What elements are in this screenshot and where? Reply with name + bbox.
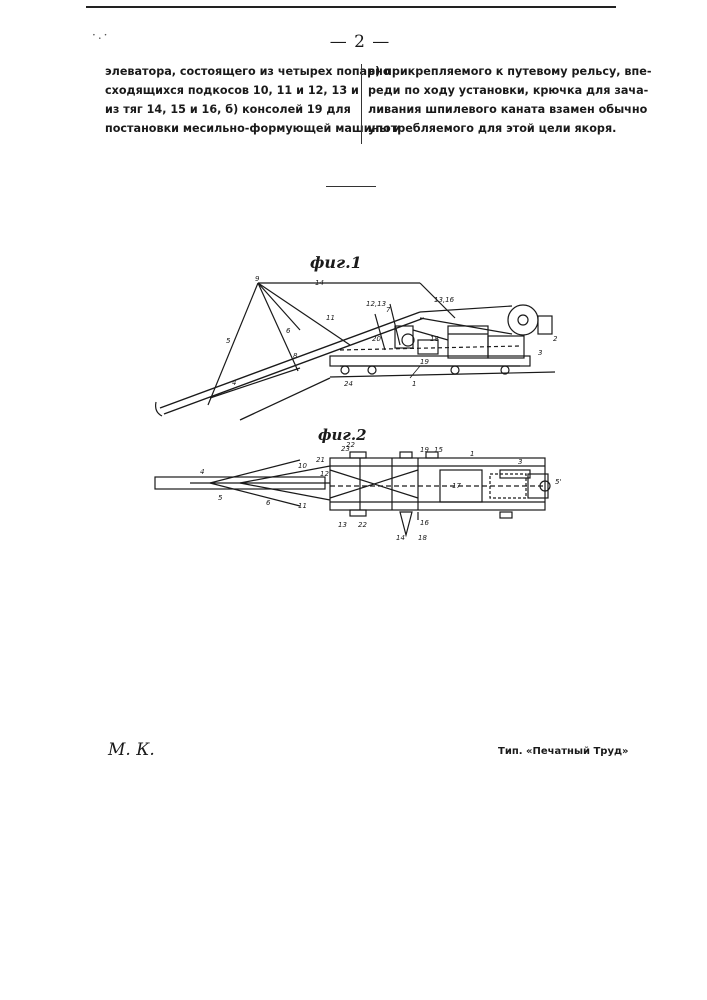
figure-label: 4 <box>200 468 204 476</box>
figure-label: 15 <box>434 446 443 454</box>
figure-label: 1 <box>470 450 474 458</box>
figure-label: 11 <box>298 502 307 510</box>
figure-label: 14 <box>396 534 405 542</box>
figure-label: 6 <box>266 499 271 507</box>
figure-label: 5' <box>555 478 561 486</box>
figure-2-title: фиг.2 <box>318 426 367 444</box>
figure-label: 10 <box>298 462 307 470</box>
figure-label: 16 <box>420 519 429 527</box>
figure-label: 22 <box>358 521 367 529</box>
figure-label: 22 <box>346 441 355 449</box>
figure-label: 19 <box>420 446 429 454</box>
figure-label: 13 <box>338 521 347 529</box>
figure-label: 21 <box>316 456 325 464</box>
figure-label: 12 <box>320 470 329 478</box>
footer-printer: Тип. «Печатный Труд» <box>498 746 629 757</box>
figure-label: 18 <box>418 534 427 542</box>
footer-initials: М. К. <box>108 740 155 760</box>
figure-label: 17 <box>452 482 461 490</box>
figure-label: 5 <box>218 494 223 502</box>
figure-label: 3 <box>518 458 522 466</box>
